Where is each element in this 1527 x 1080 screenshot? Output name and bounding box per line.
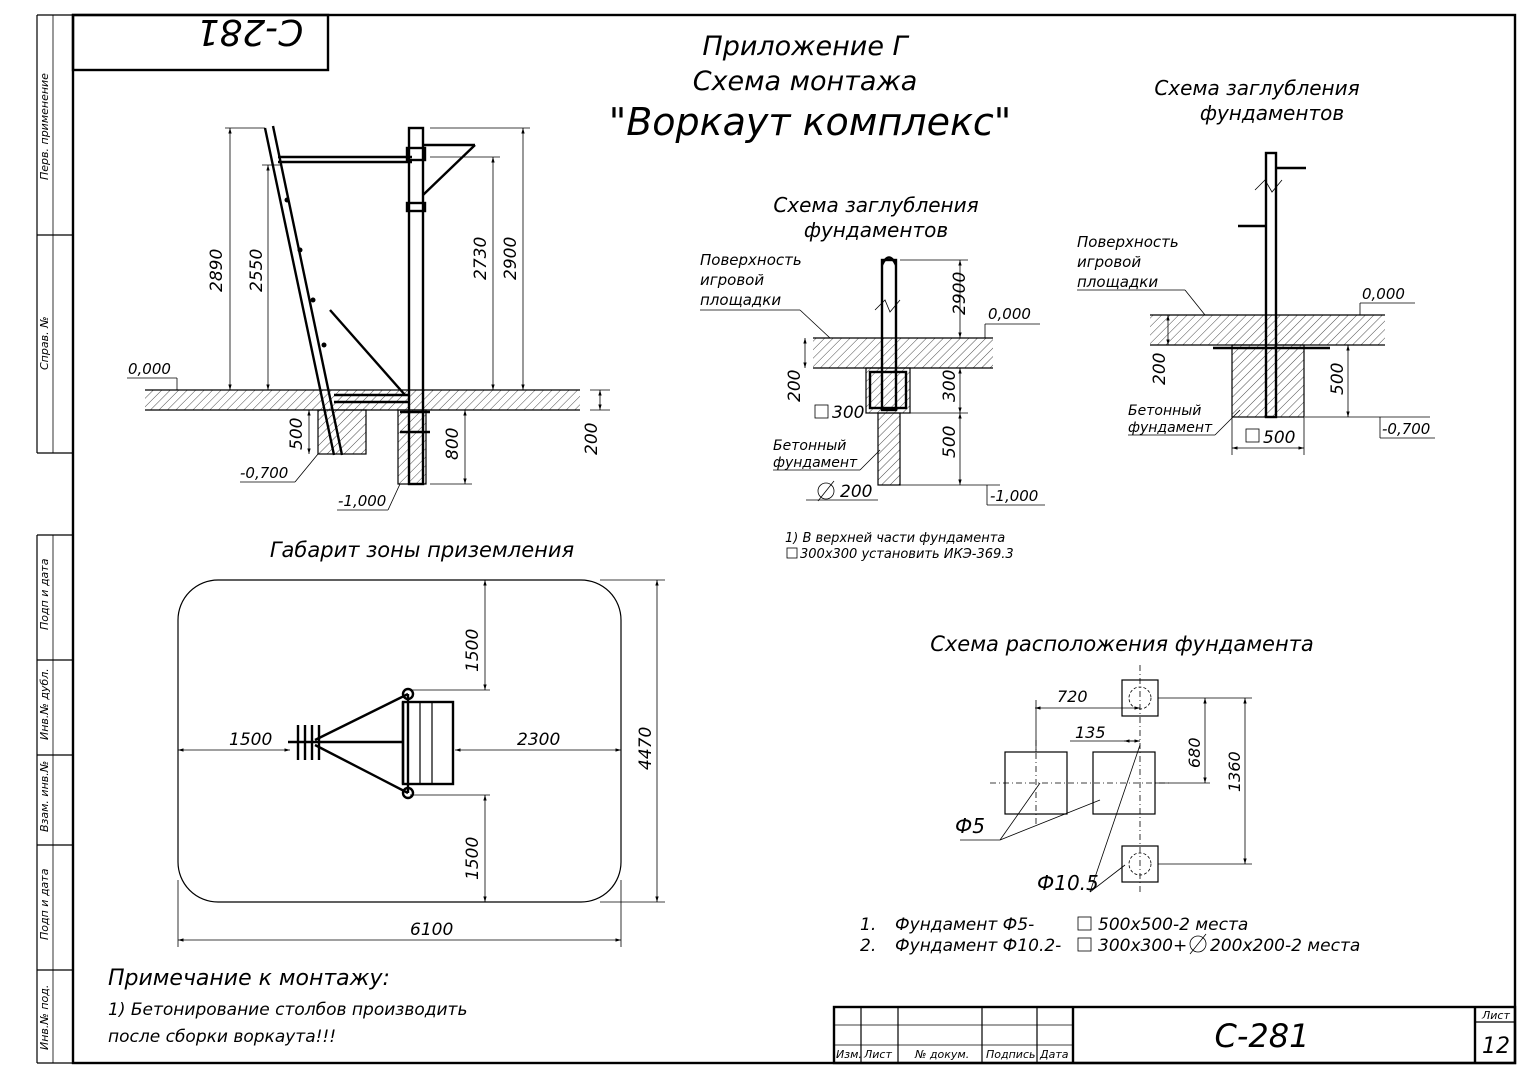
layout-phi10: Ф10.5 <box>1037 871 1099 895</box>
depth-scheme-2-labels: Схема заглубления фундаментов Поверхност… <box>1077 76 1430 448</box>
depth2-title2: фундаментов <box>1200 101 1344 125</box>
depth1-surface1: Поверхность <box>700 251 802 269</box>
level-m1: -1,000 <box>338 492 386 510</box>
depth1-title1: Схема заглубления <box>773 193 978 217</box>
side-label-vzam: Взам. инв.№ <box>38 761 51 832</box>
title-block <box>832 1005 1517 1065</box>
layout-dim-720: 720 <box>1057 687 1088 706</box>
dim-2730: 2730 <box>471 237 491 280</box>
depth-scheme-1 <box>700 256 1045 559</box>
zone-dim-1500-left: 1500 <box>229 730 272 750</box>
tb-code: С-281 <box>1215 1017 1310 1055</box>
depth2-title1: Схема заглубления <box>1154 76 1359 100</box>
zone-dim-6100: 6100 <box>410 920 453 940</box>
depth1-dim-2900: 2900 <box>950 272 970 315</box>
depth2-surface1: Поверхность <box>1077 233 1179 251</box>
side-label-inv-dubl: Инв.№ дубл. <box>38 668 51 740</box>
depth1-level0: 0,000 <box>988 305 1031 323</box>
title-block-labels: Изм. Лист № докум. Подпись Дата Лист 12 … <box>836 1009 1510 1061</box>
depth1-title2: фундаментов <box>804 218 948 242</box>
tb-sign: Подпись <box>986 1048 1035 1061</box>
depth1-note1: 1) В верхней части фундамента <box>785 531 1005 546</box>
sheet-frame <box>36 13 1517 1065</box>
elevation-labels: 2890 2550 2730 2900 500 800 200 0,000 -0… <box>128 237 602 510</box>
code-box <box>71 13 330 72</box>
layout-item2b: 300х300+ <box>1098 936 1187 956</box>
elevation-view <box>127 125 610 511</box>
dim-2890: 2890 <box>207 249 227 292</box>
depth2-surface2: игровой <box>1077 253 1141 271</box>
side-label-inv-pod: Инв.№ под. <box>38 985 51 1050</box>
dim-2550: 2550 <box>247 249 267 292</box>
zone-dim-1500-top: 1500 <box>463 629 483 672</box>
notes-line1: 1) Бетонирование столбов производить <box>108 1000 467 1020</box>
layout-item2-num: 2. <box>860 936 876 956</box>
side-label-podp1: Подп и дата <box>38 558 51 630</box>
side-label-perv: Перв. применение <box>38 73 51 180</box>
code-rotated: С-281 <box>197 11 304 52</box>
depth1-dia-200: 200 <box>840 482 872 502</box>
tb-sheet-label: Лист <box>1481 1009 1510 1022</box>
depth1-note2: 300х300 установить ИКЭ-369.3 <box>800 547 1014 562</box>
layout-item1-num: 1. <box>860 915 876 935</box>
depth1-dim-500: 500 <box>940 426 960 458</box>
side-label-podp2: Подп и дата <box>38 868 51 940</box>
depth2-dim-200: 200 <box>1150 353 1170 385</box>
tb-izm: Изм. <box>836 1048 862 1061</box>
tb-doc: № докум. <box>914 1048 969 1061</box>
side-label-sprav: Справ. № <box>38 316 51 370</box>
depth2-level0: 0,000 <box>1362 285 1405 303</box>
notes-line2: после сборки воркаута!!! <box>108 1027 336 1047</box>
layout-phi5: Ф5 <box>955 814 985 838</box>
header-line2: Схема монтажа <box>693 66 918 97</box>
layout-item1: Фундамент Ф5- <box>895 915 1034 935</box>
depth2-surface3: площадки <box>1077 273 1158 291</box>
layout-title: Схема расположения фундамента <box>930 632 1314 656</box>
landing-zone <box>177 579 665 947</box>
depth1-sq-300: 300 <box>832 403 864 423</box>
level-m07: -0,700 <box>240 464 288 482</box>
layout-dim-680: 680 <box>1185 737 1204 768</box>
layout-dim-1360: 1360 <box>1225 751 1244 792</box>
notes-title: Примечание к монтажу: <box>108 966 390 991</box>
depth-scheme-2 <box>1077 151 1435 455</box>
depth2-concrete2: фундамент <box>1128 420 1213 436</box>
depth2-sq-500: 500 <box>1263 428 1295 448</box>
depth1-concrete2: фундамент <box>773 455 858 471</box>
depth1-surface2: игровой <box>700 271 764 289</box>
layout-item2c: 200х200-2 места <box>1210 936 1360 956</box>
zone-dim-2300: 2300 <box>517 730 560 750</box>
landing-zone-labels: Габарит зоны приземления 1500 1500 2300 … <box>229 538 656 940</box>
depth1-level-m1: -1,000 <box>990 487 1038 505</box>
side-labels: Перв. применение Справ. № Подп и дата Ин… <box>38 73 51 1050</box>
dim-500: 500 <box>287 418 307 450</box>
header-line1: Приложение Г <box>702 31 909 62</box>
layout-dim-135: 135 <box>1075 723 1106 742</box>
depth1-concrete1: Бетонный <box>773 438 846 454</box>
depth1-dim-200: 200 <box>785 370 805 402</box>
depth1-surface3: площадки <box>700 291 781 309</box>
tb-sheet-no: 12 <box>1482 1034 1510 1059</box>
dim-800: 800 <box>443 428 463 460</box>
depth2-concrete1: Бетонный <box>1128 403 1201 419</box>
tb-list: Лист <box>863 1048 892 1061</box>
tb-date: Дата <box>1039 1048 1069 1061</box>
dim-200: 200 <box>582 423 602 455</box>
depth2-level-m07: -0,700 <box>1382 420 1430 438</box>
foundation-layout <box>960 665 1252 955</box>
dim-2900: 2900 <box>501 237 521 280</box>
zone-dim-1500-bot: 1500 <box>463 837 483 880</box>
level-0: 0,000 <box>128 360 171 378</box>
depth-scheme-1-labels: Схема заглубления фундаментов Поверхност… <box>700 193 1038 562</box>
foundation-layout-labels: Схема расположения фундамента 720 135 68… <box>860 632 1360 956</box>
zone-dim-4470: 4470 <box>636 727 656 770</box>
header-title: "Воркаут комплекс" <box>609 100 1012 144</box>
layout-item1b: 500х500-2 места <box>1098 915 1248 935</box>
layout-item2: Фундамент Ф10.2- <box>895 936 1061 956</box>
depth1-dim-300: 300 <box>940 370 960 402</box>
depth2-dim-500: 500 <box>1328 363 1348 395</box>
zone-title: Габарит зоны приземления <box>270 538 574 562</box>
